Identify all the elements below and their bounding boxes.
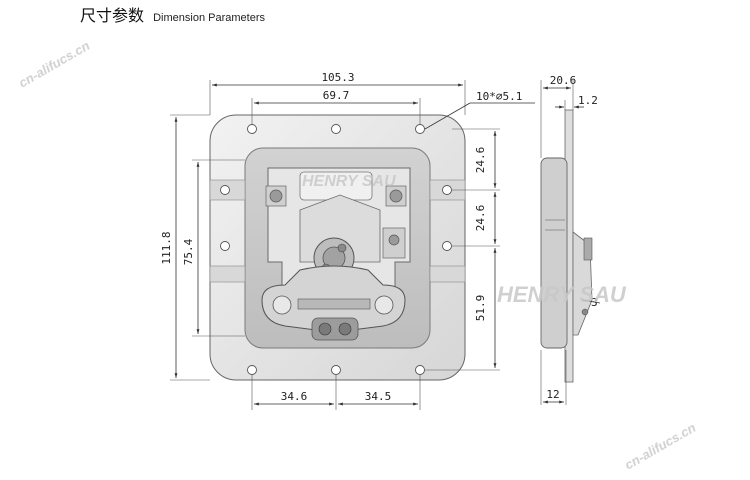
side-view xyxy=(540,109,593,383)
dim-pitch-top: 24.6 xyxy=(474,147,487,174)
watermark-site-left: cn-alifucs.cn xyxy=(16,38,92,91)
mounting-hole xyxy=(220,185,230,195)
dim-holes: 10*∅5.1 xyxy=(476,90,522,103)
side-dish xyxy=(540,157,568,349)
side-channel-right-lower xyxy=(429,265,466,283)
dim-bottom-left: 34.6 xyxy=(281,390,308,403)
watermark-site-right: cn-alifucs.cn xyxy=(622,420,698,473)
page-title: 尺寸参数 Dimension Parameters xyxy=(80,2,265,26)
dim-inner-width: 69.7 xyxy=(323,89,350,102)
front-dimensions: 105.3 69.7 10*∅5.1 24.6 24.6 51.9 111.8 … xyxy=(160,71,535,410)
watermark-brand-bottom: HENRY SAU xyxy=(497,282,627,307)
dim-side-depth: 20.6 xyxy=(550,74,577,87)
dim-overall-width: 105.3 xyxy=(321,71,354,84)
dim-bottom-right: 34.5 xyxy=(365,390,392,403)
mounting-hole xyxy=(442,185,452,195)
mounting-holes xyxy=(220,124,452,375)
dim-inner-height: 75.4 xyxy=(182,238,195,265)
dim-overall-height: 111.8 xyxy=(160,231,173,264)
latch-lever xyxy=(261,265,406,331)
side-channel-left-lower xyxy=(209,265,246,283)
dim-pitch-mid: 24.6 xyxy=(474,205,487,232)
mounting-hole xyxy=(247,365,257,375)
dim-side-plate: 1.2 xyxy=(578,94,598,107)
mounting-hole xyxy=(415,124,425,134)
dim-pitch-lower: 51.9 xyxy=(474,295,487,322)
front-view xyxy=(209,114,466,381)
title-chinese: 尺寸参数 xyxy=(80,6,145,25)
mounting-hole xyxy=(331,365,341,375)
dim-side-base: 12 xyxy=(546,388,559,401)
mounting-hole xyxy=(331,124,341,134)
side-dimensions: 20.6 1.2 3 12 xyxy=(540,74,601,405)
mounting-hole xyxy=(247,124,257,134)
mounting-hole xyxy=(415,365,425,375)
title-english: Dimension Parameters xyxy=(153,12,265,24)
watermark-brand-top: HENRY SAU xyxy=(302,173,396,190)
lever-label-plate xyxy=(297,298,371,310)
mounting-hole xyxy=(442,241,452,251)
mounting-hole xyxy=(220,241,230,251)
dim-side-lever: 3 xyxy=(591,296,598,309)
rivet-group xyxy=(265,185,407,259)
